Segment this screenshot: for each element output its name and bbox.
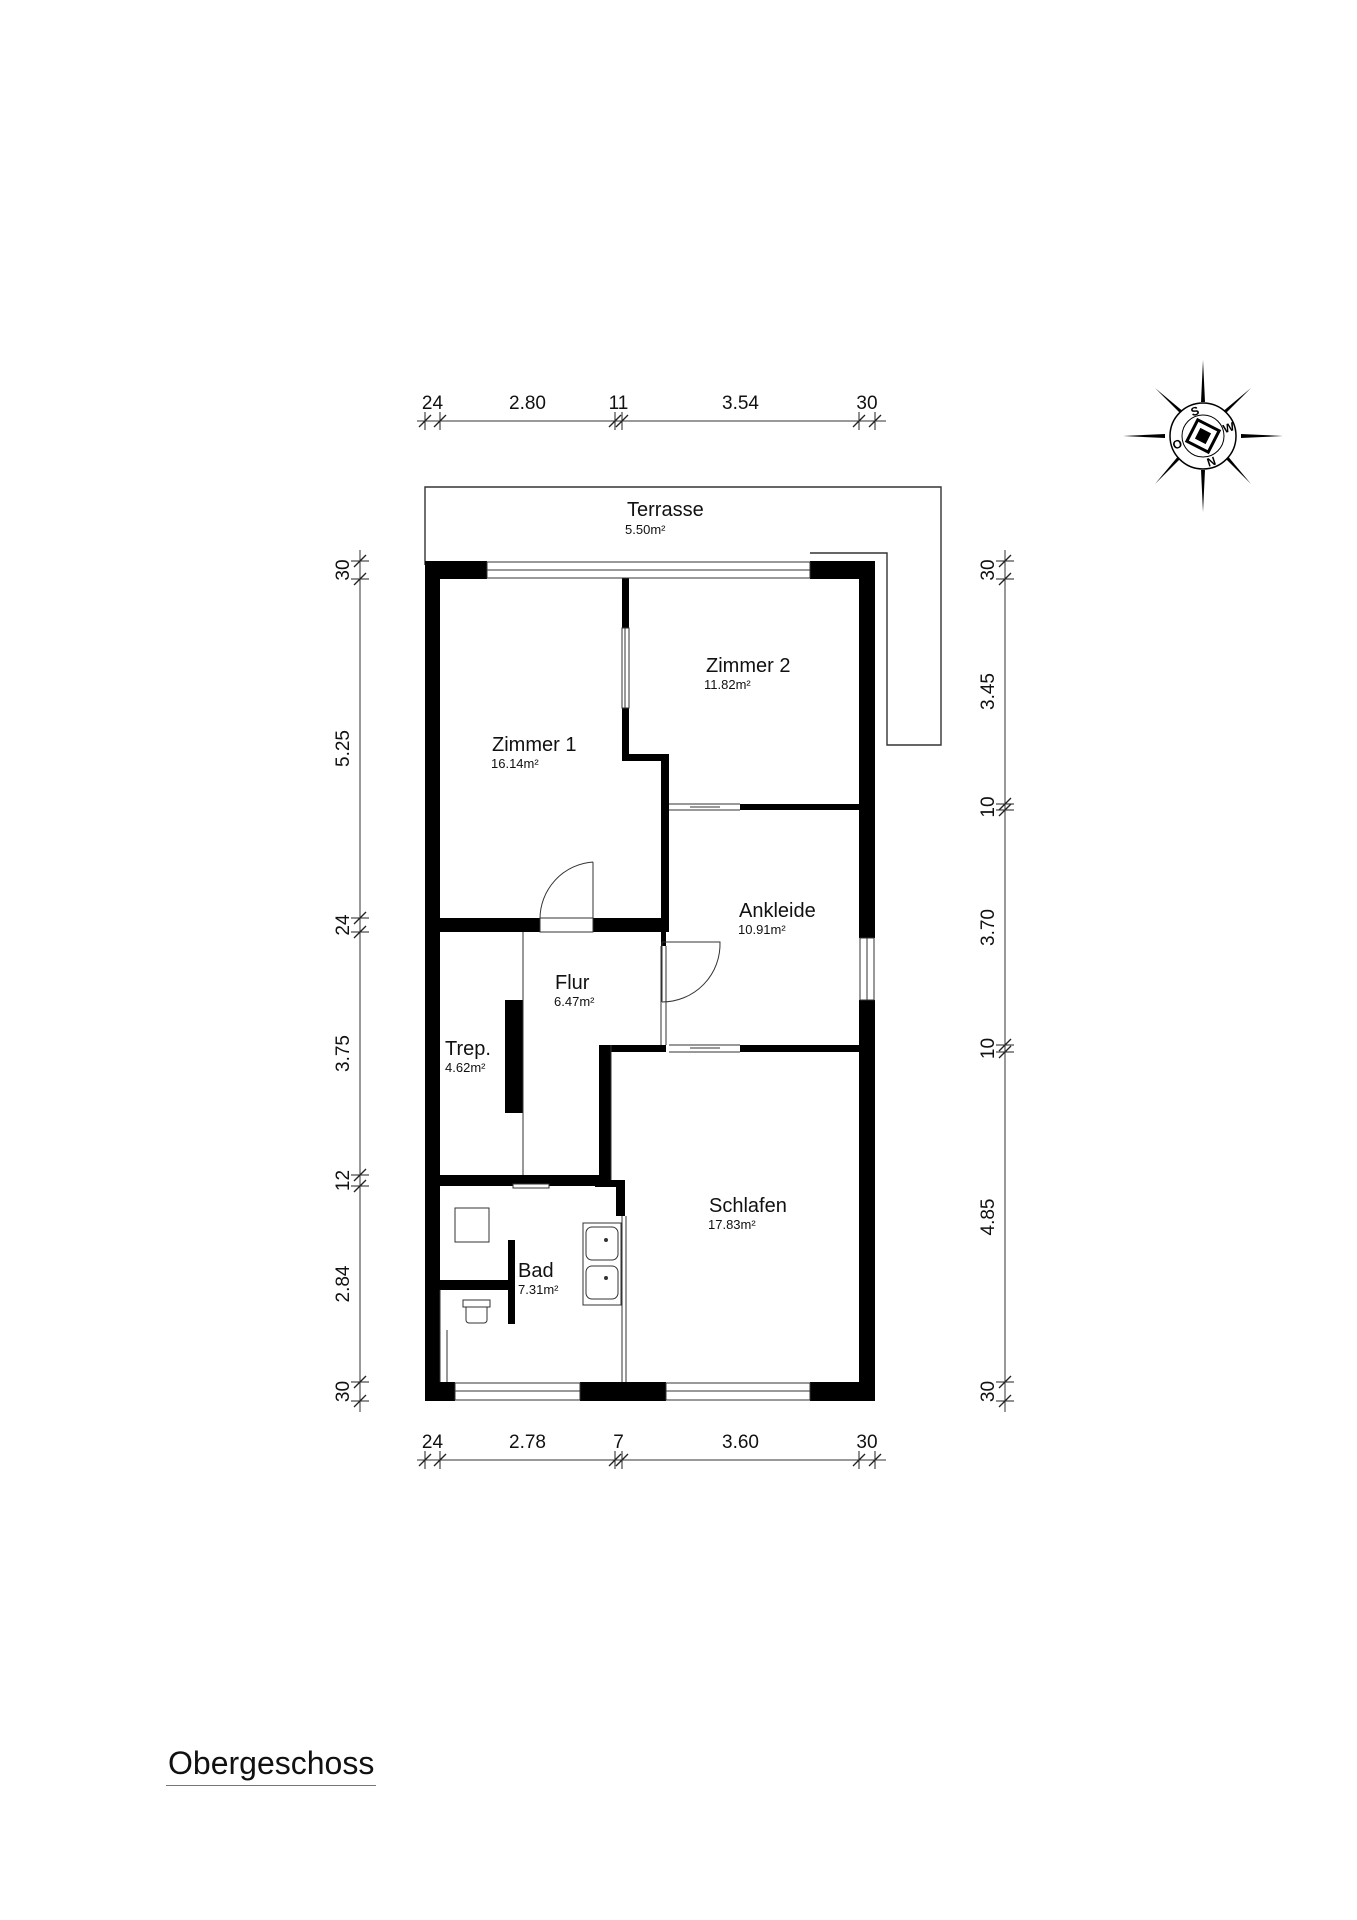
dim-label-right: 10 — [978, 796, 999, 817]
room-zimmer1-name: Zimmer 1 — [492, 734, 576, 756]
room-ankleide-area: 10.91m² — [738, 922, 786, 937]
room-zimmer1-area: 16.14m² — [491, 756, 539, 771]
dim-label-top: 11 — [609, 393, 629, 414]
terrace-outline — [424, 486, 942, 746]
dim-label-right: 4.85 — [978, 1199, 999, 1236]
dim-label-right: 30 — [978, 559, 999, 580]
shower-tray — [454, 1207, 490, 1243]
dim-label-top: 3.54 — [722, 393, 759, 414]
dim-label-left: 12 — [333, 1170, 354, 1191]
room-bad-name: Bad — [518, 1260, 554, 1282]
interior-walls — [440, 578, 859, 1324]
dim-label-right: 3.45 — [978, 673, 999, 710]
dimension-lines: 24 2.80 11 3.54 30 24 2.78 7 3.60 30 30 5.25 24 3.75 1… — [333, 393, 1014, 1469]
windows — [454, 561, 875, 1401]
dim-label-bottom: 2.78 — [509, 1432, 546, 1453]
dim-label-top: 24 — [422, 393, 444, 414]
room-schlafen-area: 17.83m² — [708, 1217, 756, 1232]
dim-label-top: 2.80 — [509, 393, 546, 414]
room-flur-name: Flur — [555, 972, 590, 994]
floor-title: Obergeschoss — [166, 1745, 377, 1786]
dim-label-bottom: 3.60 — [722, 1432, 759, 1453]
openings — [439, 627, 740, 1382]
room-labels: Terrasse 5.50m² Zimmer 2 11.82m² Zimmer … — [445, 499, 816, 1297]
room-flur-area: 6.47m² — [554, 994, 595, 1009]
room-schlafen-name: Schlafen — [709, 1195, 787, 1217]
doors — [512, 861, 721, 1189]
compass-needles — [1123, 360, 1283, 512]
room-zimmer2-name: Zimmer 2 — [706, 655, 790, 677]
room-trep-area: 4.62m² — [445, 1060, 486, 1075]
dim-label-bottom: 30 — [856, 1432, 877, 1453]
compass-letter-s: S — [1189, 403, 1201, 419]
dim-label-left: 3.75 — [333, 1035, 354, 1072]
room-zimmer2-area: 11.82m² — [704, 677, 751, 692]
dim-label-left: 30 — [333, 1381, 354, 1402]
room-ankleide-name: Ankleide — [739, 900, 816, 922]
dim-label-left: 30 — [333, 559, 354, 580]
dim-label-right: 30 — [978, 1381, 999, 1402]
room-terrasse-area: 5.50m² — [625, 522, 666, 537]
dim-label-top: 30 — [856, 393, 877, 414]
dim-label-left: 2.84 — [333, 1265, 354, 1302]
compass-letter-o: O — [1171, 436, 1184, 452]
room-trep-name: Trep. — [445, 1038, 491, 1060]
exterior-walls — [425, 561, 875, 1401]
room-bad-area: 7.31m² — [518, 1282, 559, 1297]
compass-rose: S W N O — [1123, 360, 1283, 512]
dim-label-left: 5.25 — [333, 730, 354, 767]
dim-label-right: 3.70 — [978, 909, 999, 946]
dim-label-bottom: 7 — [613, 1432, 624, 1453]
bathroom-fixtures — [454, 1207, 622, 1324]
compass-letter-w: W — [1221, 419, 1237, 436]
dim-label-bottom: 24 — [422, 1432, 444, 1453]
room-terrasse-name: Terrasse — [627, 499, 704, 521]
door-ankleide — [661, 941, 721, 1003]
dim-label-left: 24 — [333, 914, 354, 936]
dim-label-right: 10 — [978, 1038, 999, 1059]
compass-letter-n: N — [1205, 454, 1218, 470]
